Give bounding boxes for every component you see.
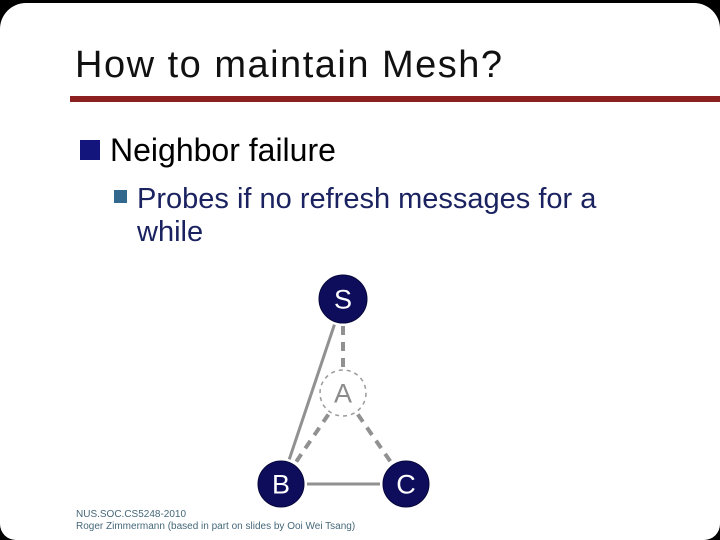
slide-title: How to maintain Mesh? [75, 44, 504, 86]
node-S-label: S [334, 285, 352, 315]
bullet-neighbor-failure: Neighbor failure [110, 132, 336, 168]
edge-S-B-solid [287, 324, 336, 460]
node-C-label: C [396, 470, 416, 500]
edge-A-C-dashed [356, 413, 393, 464]
node-A [319, 369, 367, 417]
node-B [257, 460, 305, 508]
node-S [318, 274, 368, 324]
sub-bullet-probes: Probes if no refresh messages for a whil… [137, 183, 597, 248]
node-A-label: A [334, 379, 352, 409]
sub-bullet-square-icon [114, 190, 127, 203]
footer-credits: Roger Zimmermann (based in part on slide… [76, 520, 356, 532]
title-rule-divider [70, 96, 720, 102]
node-C [382, 460, 430, 508]
bullet-square-icon [80, 140, 100, 160]
mesh-diagram: S A B C [257, 274, 430, 508]
edge-A-B-dashed [293, 413, 331, 464]
footer-course-code: NUS.SOC.CS5248-2010 [76, 509, 187, 520]
node-B-label: B [272, 470, 290, 500]
slide: How to maintain Mesh? Neighbor failure P… [0, 3, 720, 540]
footer: NUS.SOC.CS5248-2010 Roger Zimmermann (ba… [76, 509, 355, 532]
